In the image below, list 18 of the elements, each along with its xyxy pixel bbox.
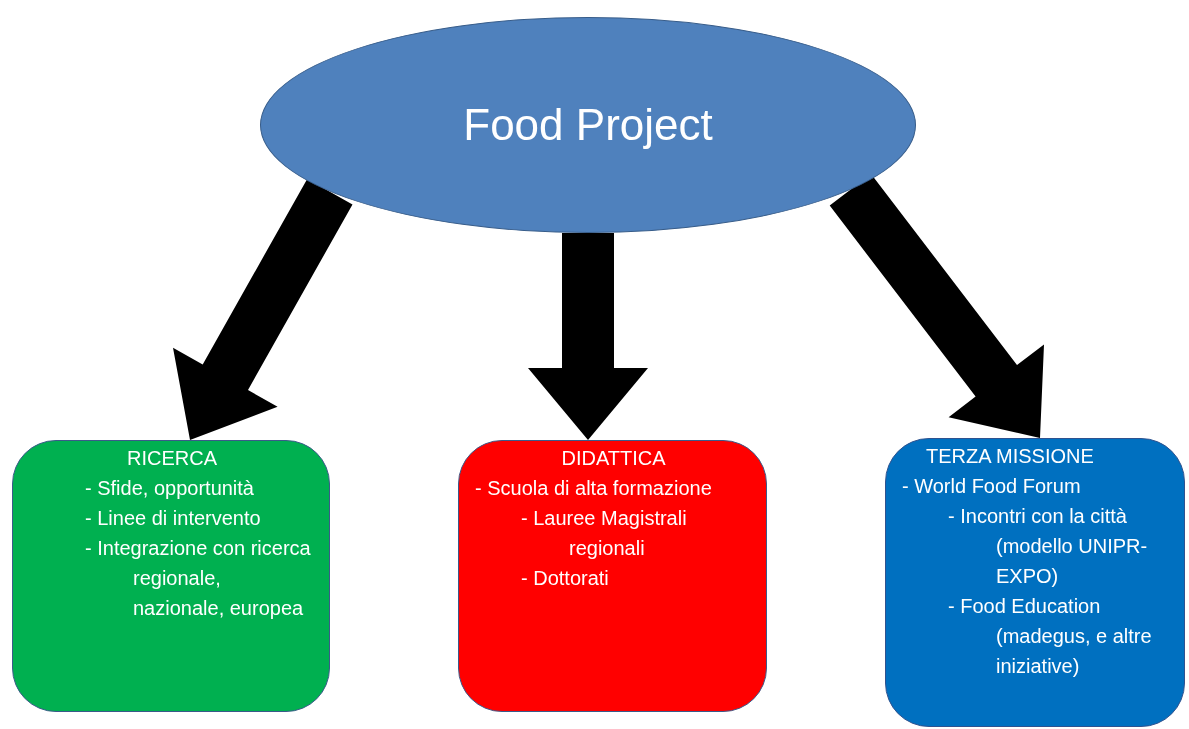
block-arrow	[528, 233, 648, 440]
box-heading: RICERCA	[126, 446, 218, 471]
block-arrow	[173, 178, 353, 440]
list-item: - Food Education (madegus, e altre iniziative)	[947, 594, 1153, 679]
list-item: - Dottorati	[520, 566, 610, 591]
box-heading: DIDATTICA	[560, 446, 667, 471]
list-item: - Lauree Magistrali regionali	[520, 506, 688, 561]
rounded-box	[885, 438, 1185, 727]
list-item: - World Food Forum	[902, 474, 1082, 499]
list-item: - Incontri con la città (modello UNIPR-EXPO)	[947, 504, 1149, 589]
node-title: Food Project	[463, 100, 713, 150]
rounded-box	[458, 440, 767, 712]
rounded-box	[12, 440, 330, 712]
list-item: - Linee di intervento	[84, 506, 262, 531]
list-item: - Integrazione con ricerca regionale, nazionale, europea	[84, 536, 312, 621]
list-item: - Scuola di alta formazione	[475, 476, 713, 501]
list-item: - Sfide, opportunità	[84, 476, 255, 501]
box-heading: TERZA MISSIONE	[925, 444, 1095, 469]
